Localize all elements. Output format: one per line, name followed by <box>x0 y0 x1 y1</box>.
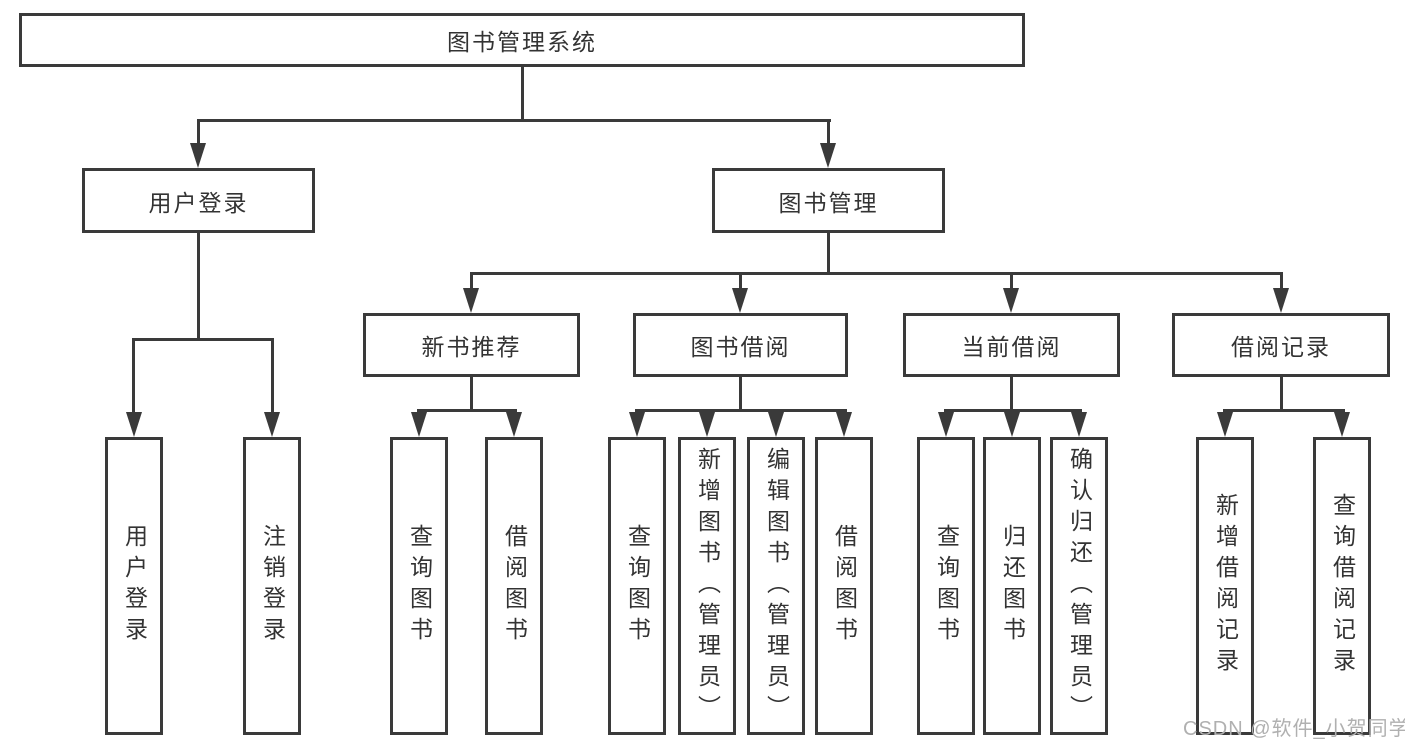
node-label: 新增图书（管理员） <box>694 446 721 726</box>
leaf-query-books: 查询图书 <box>390 437 448 735</box>
leaf-borrow-books: 借阅图书 <box>485 437 543 735</box>
arrow-to-new-book <box>463 288 479 313</box>
connector-user-login-branch <box>132 338 274 341</box>
connector-leaf-drop <box>271 338 274 416</box>
leaf-query-borrow-record: 查询借阅记录 <box>1313 437 1371 735</box>
connector-current-borrow-stub <box>1010 377 1013 410</box>
connector-user-login-stub <box>197 233 200 338</box>
node-borrowing-records: 借阅记录 <box>1172 313 1390 377</box>
arrow-to-book-mgmt <box>820 143 836 168</box>
node-label: 图书管理 <box>778 189 879 216</box>
node-label: 借阅记录 <box>1231 334 1331 360</box>
node-book-management: 图书管理 <box>712 168 945 233</box>
node-label: 借阅图书 <box>831 524 858 648</box>
arrow-to-leaf-logout <box>264 412 280 437</box>
arrow-to-leaf <box>836 412 852 437</box>
connector-l3-drop <box>470 272 473 292</box>
arrow-to-leaf <box>1071 412 1087 437</box>
connector-l3-drop <box>1010 272 1013 292</box>
connector-root-stub <box>521 67 524 119</box>
node-label: 查询借阅记录 <box>1329 493 1356 679</box>
arrow-to-leaf-login <box>126 412 142 437</box>
connector-borrow-records-stub <box>1280 377 1283 410</box>
csdn-watermark: CSDN @软件_小贺同学 <box>1183 718 1405 740</box>
arrow-to-leaf <box>506 412 522 437</box>
node-label: 用户登录 <box>121 524 148 648</box>
node-label: 用户登录 <box>148 189 249 216</box>
leaf-add-books-admin: 新增图书（管理员） <box>678 437 736 735</box>
connector-book-mgmt-stub <box>827 233 830 274</box>
arrow-to-leaf <box>938 412 954 437</box>
node-label: 归还图书 <box>999 524 1026 648</box>
arrow-to-current-borrow <box>1003 288 1019 313</box>
node-label: 确认归还（管理员） <box>1066 446 1093 726</box>
arrow-to-leaf <box>1004 412 1020 437</box>
connector-book-borrow-stub <box>739 377 742 410</box>
leaf-query-books: 查询图书 <box>917 437 975 735</box>
connector-new-book-stub <box>470 377 473 410</box>
connector-book-borrow-branch <box>635 409 847 412</box>
arrow-to-book-borrow <box>732 288 748 313</box>
node-current-borrowing: 当前借阅 <box>903 313 1120 377</box>
node-label: 查询图书 <box>406 524 433 648</box>
node-label: 图书借阅 <box>690 334 791 360</box>
node-library-management-system: 图书管理系统 <box>19 13 1025 67</box>
node-label: 注销登录 <box>259 524 286 648</box>
leaf-return-books: 归还图书 <box>983 437 1041 735</box>
arrow-to-leaf <box>768 412 784 437</box>
node-user-login: 用户登录 <box>82 168 315 233</box>
connector-leaf-drop <box>132 338 135 416</box>
connector-l3-drop <box>739 272 742 292</box>
node-label: 编辑图书（管理员） <box>763 446 790 726</box>
connector-l3-drop <box>1280 272 1283 292</box>
node-label: 当前借阅 <box>961 334 1062 360</box>
leaf-query-books: 查询图书 <box>608 437 666 735</box>
arrow-to-leaf <box>1217 412 1233 437</box>
connector-new-book-branch <box>417 409 517 412</box>
connector-borrow-records-branch <box>1223 409 1345 412</box>
leaf-add-borrow-record: 新增借阅记录 <box>1196 437 1254 735</box>
node-label: 新增借阅记录 <box>1212 493 1239 679</box>
node-new-book-recommend: 新书推荐 <box>363 313 580 377</box>
node-label: 借阅图书 <box>501 524 528 648</box>
leaf-logout: 注销登录 <box>243 437 301 735</box>
connector-level1-branch <box>197 119 831 122</box>
node-label: 图书管理系统 <box>447 29 597 55</box>
leaf-edit-books-admin: 编辑图书（管理员） <box>747 437 805 735</box>
node-book-borrowing: 图书借阅 <box>633 313 848 377</box>
leaf-borrow-books: 借阅图书 <box>815 437 873 735</box>
arrow-to-leaf <box>411 412 427 437</box>
arrow-to-leaf <box>699 412 715 437</box>
node-label: 新书推荐 <box>421 334 522 360</box>
node-label: 查询图书 <box>624 524 651 648</box>
connector-book-mgmt-drop <box>827 119 830 146</box>
leaf-user-login: 用户登录 <box>105 437 163 735</box>
arrow-to-leaf <box>629 412 645 437</box>
connector-user-login-drop <box>197 119 200 146</box>
arrow-to-leaf <box>1334 412 1350 437</box>
connector-level3-branch <box>470 272 1283 275</box>
leaf-confirm-return-admin: 确认归还（管理员） <box>1050 437 1108 735</box>
arrow-to-borrow-records <box>1273 288 1289 313</box>
connector-current-borrow-branch <box>944 409 1082 412</box>
arrow-to-user-login <box>190 143 206 168</box>
node-label: 查询图书 <box>933 524 960 648</box>
